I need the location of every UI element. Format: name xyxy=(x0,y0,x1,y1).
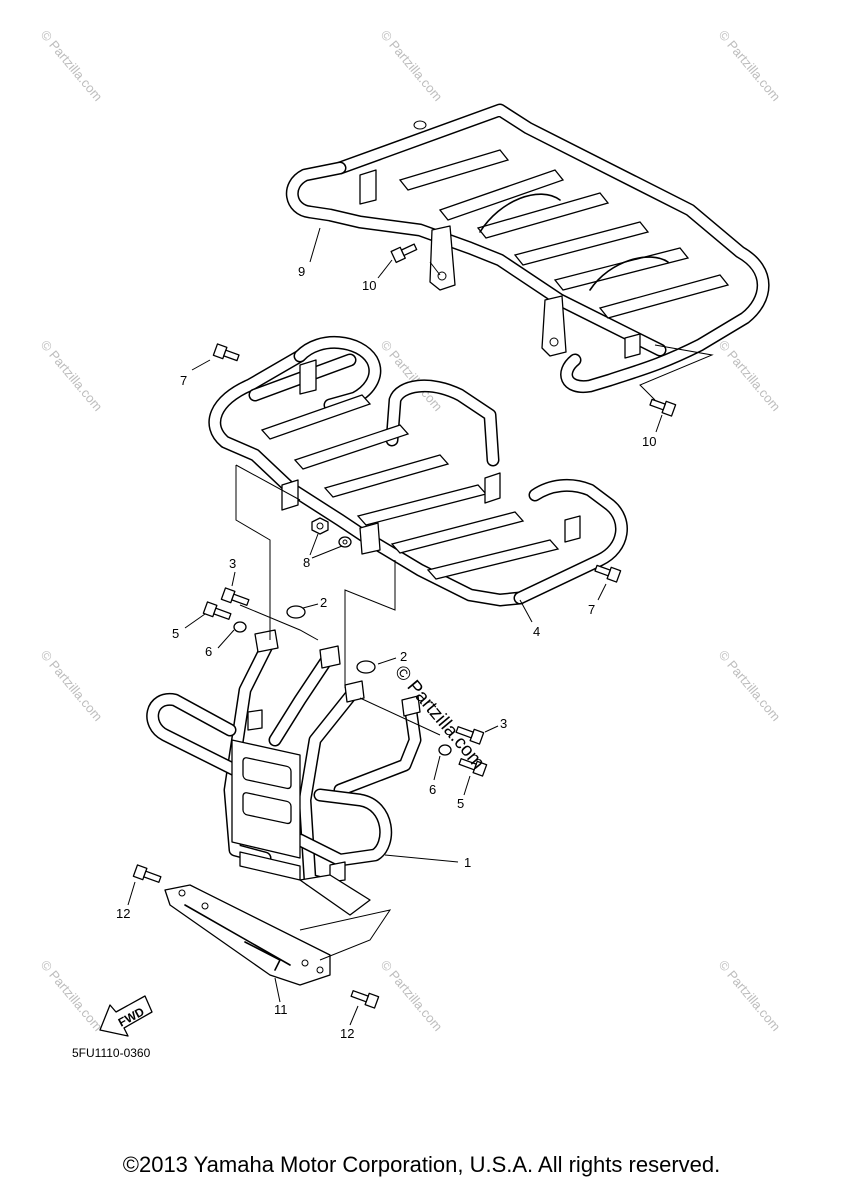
watermark: © Partzilla.com xyxy=(38,337,106,414)
callout-10: 10 xyxy=(642,434,656,449)
assembly-lines xyxy=(235,261,714,961)
callout-5: 5 xyxy=(457,796,464,811)
callout-6: 6 xyxy=(429,782,436,797)
watermark: © Partzilla.com xyxy=(38,957,106,1034)
diagram-code: 5FU1110-0360 xyxy=(72,1046,151,1060)
watermark: © Partzilla.com xyxy=(38,647,106,724)
callout-labels: 1 2 2 3 3 4 5 5 6 6 7 7 8 9 10 10 11 12 … xyxy=(116,264,656,1041)
leader-lines xyxy=(127,227,663,1026)
front-carrier xyxy=(208,336,628,607)
callout-7: 7 xyxy=(180,373,187,388)
callout-11: 11 xyxy=(274,1002,288,1017)
watermark: © Partzilla.com xyxy=(716,27,784,104)
watermark: © Partzilla.com xyxy=(38,27,106,104)
copyright-notice: ©2013 Yamaha Motor Corporation, U.S.A. A… xyxy=(122,1152,721,1177)
callout-12: 12 xyxy=(116,906,130,921)
watermark: © Partzilla.com xyxy=(378,957,446,1034)
callout-5: 5 xyxy=(172,626,179,641)
callout-7: 7 xyxy=(588,602,595,617)
front-bumper xyxy=(146,629,422,892)
skid-plate xyxy=(164,874,371,986)
callout-2: 2 xyxy=(320,595,327,610)
watermark: © Partzilla.com xyxy=(378,337,446,414)
callout-9: 9 xyxy=(298,264,305,279)
callout-4: 4 xyxy=(533,624,540,639)
hardware xyxy=(132,243,677,1009)
watermark: © Partzilla.com xyxy=(378,27,446,104)
callout-12: 12 xyxy=(340,1026,354,1041)
watermark: © Partzilla.com xyxy=(716,957,784,1034)
watermark: © Partzilla.com xyxy=(716,647,784,724)
rear-carrier xyxy=(285,103,770,394)
callout-3: 3 xyxy=(229,556,236,571)
watermark: © Partzilla.com xyxy=(716,337,784,414)
callout-6: 6 xyxy=(205,644,212,659)
callout-10: 10 xyxy=(362,278,376,293)
fwd-arrow: FWD xyxy=(99,995,153,1037)
callout-2: 2 xyxy=(400,649,407,664)
callout-8: 8 xyxy=(303,555,310,570)
callout-1: 1 xyxy=(464,855,471,870)
callout-3: 3 xyxy=(500,716,507,731)
